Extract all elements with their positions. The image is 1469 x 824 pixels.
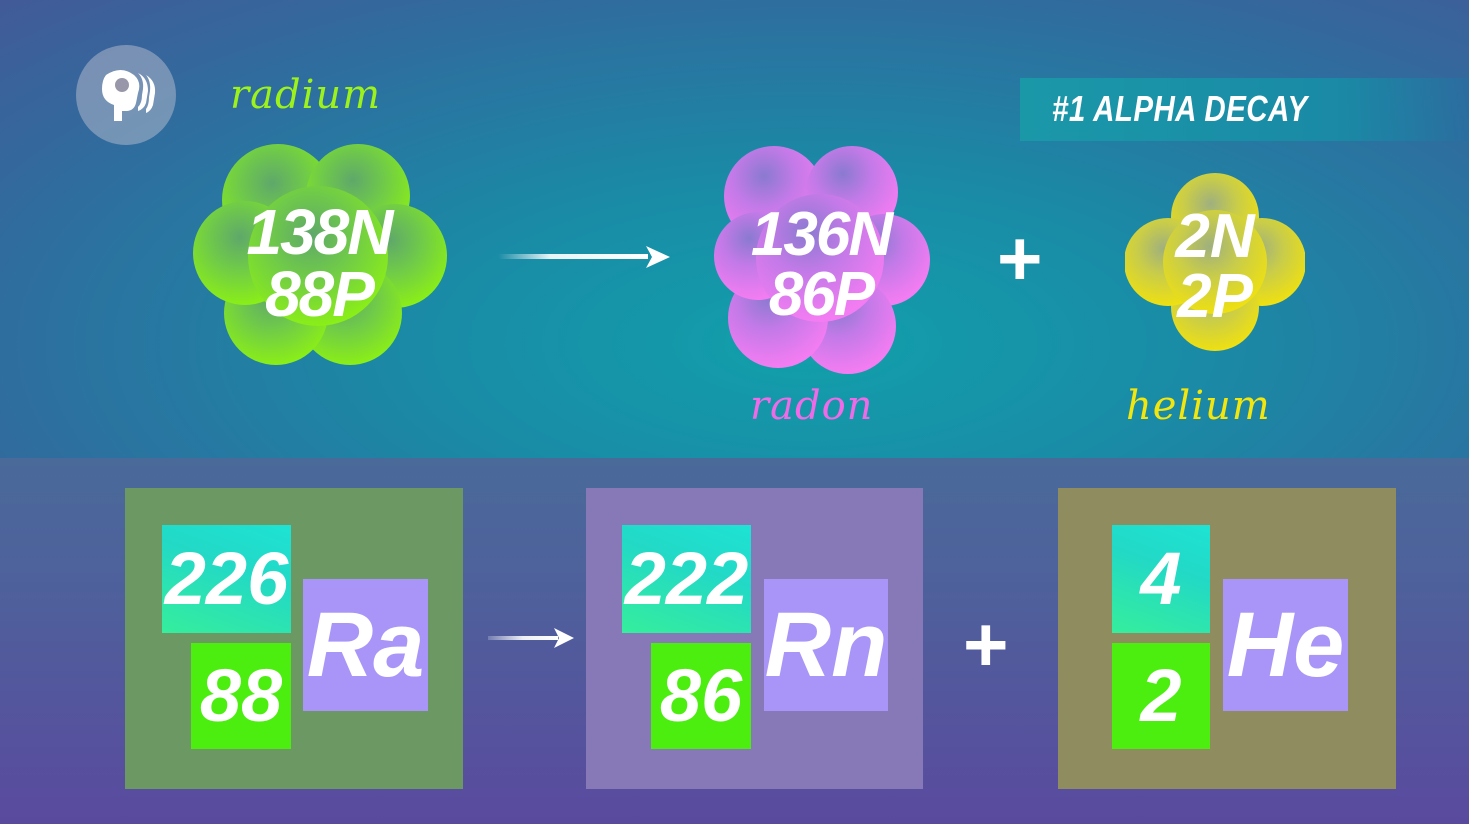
- helium-symbol: He: [1223, 579, 1348, 711]
- pbs-logo-icon: [76, 45, 176, 145]
- radon-mass-number: 222: [622, 525, 751, 633]
- radon-nucleus: 136N 86P: [712, 140, 930, 376]
- radon-neutrons: 136N: [750, 200, 893, 269]
- decay-arrow-icon: [498, 246, 670, 268]
- radium-label: radium: [230, 72, 382, 118]
- radon-atomic-number: 86: [651, 643, 751, 749]
- radon-label: radon: [750, 383, 874, 429]
- alpha-decay-banner: #1 ALPHA DECAY: [1020, 78, 1469, 141]
- helium-card: 4 2 He: [1058, 488, 1396, 789]
- helium-mass-number: 4: [1112, 525, 1210, 633]
- banner-title: #1 ALPHA DECAY: [1052, 88, 1308, 129]
- radium-symbol: Ra: [303, 579, 428, 711]
- helium-neutrons: 2N: [1175, 202, 1255, 271]
- helium-label: helium: [1126, 383, 1271, 429]
- plus-sign-bottom: +: [963, 600, 1009, 688]
- radium-card: 226 88 Ra: [125, 488, 463, 789]
- plus-sign-top: +: [997, 214, 1043, 302]
- radon-protons: 86P: [768, 260, 875, 329]
- radium-mass-number: 226: [162, 525, 291, 633]
- helium-protons: 2P: [1177, 262, 1253, 331]
- radon-card: 222 86 Rn: [586, 488, 923, 789]
- radium-atomic-number: 88: [191, 643, 291, 749]
- radium-protons: 88P: [265, 258, 375, 330]
- equation-arrow-icon: [488, 628, 574, 648]
- radium-neutrons: 138N: [246, 196, 394, 268]
- helium-atomic-number: 2: [1112, 643, 1210, 749]
- helium-nucleus: 2N 2P: [1125, 172, 1305, 352]
- radium-nucleus: 138N 88P: [190, 138, 448, 366]
- radon-symbol: Rn: [764, 579, 888, 711]
